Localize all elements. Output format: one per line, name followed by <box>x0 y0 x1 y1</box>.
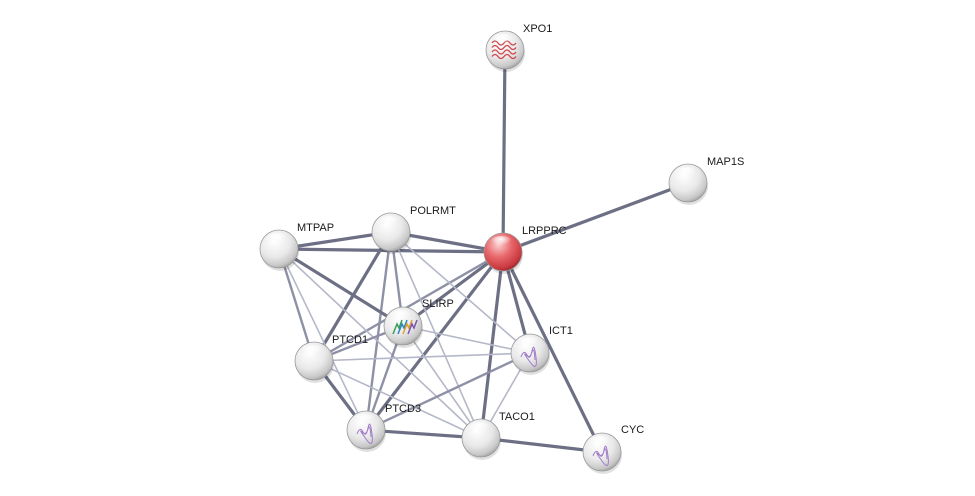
node-label-taco1: TACO1 <box>499 411 535 423</box>
node-gloss <box>675 167 699 181</box>
node-label-xpo1: XPO1 <box>523 23 552 35</box>
edge-lrpprc-ptcd1[interactable] <box>312 250 505 363</box>
edge-slirp-taco1[interactable] <box>402 325 482 439</box>
node-ict1[interactable]: ICT1 <box>510 325 573 375</box>
node-label-ict1: ICT1 <box>549 325 573 337</box>
node-gloss <box>517 337 541 351</box>
helix-structure-stroke <box>491 53 517 60</box>
edge-lrpprc-slirp[interactable] <box>401 250 505 328</box>
node-cyc[interactable]: CYC <box>582 424 644 474</box>
ribbon-structure-stroke <box>402 319 413 335</box>
node-map1s[interactable]: MAP1S <box>668 156 744 205</box>
node-polrmt[interactable]: POLRMT <box>371 205 456 254</box>
node-ptcd3[interactable]: PTCD3 <box>346 403 421 452</box>
edge-mtpap-taco1[interactable] <box>278 248 482 439</box>
helix-structure-stroke <box>491 49 517 55</box>
node-label-ptcd1: PTCD1 <box>332 334 368 346</box>
node-gloss <box>468 422 492 436</box>
fold-structure-stroke <box>356 423 373 444</box>
edges-layer <box>277 48 690 454</box>
edge-ptcd3-ict1[interactable] <box>364 351 532 432</box>
edge-ptcd1-ict1[interactable] <box>313 352 531 362</box>
node-label-mtpap: MTPAP <box>297 222 334 234</box>
edge-lrpprc-map1s[interactable] <box>501 181 690 254</box>
edge-polrmt-ptcd3[interactable] <box>364 230 393 432</box>
edge-mtpap-ptcd3[interactable] <box>278 248 367 431</box>
edge-lrpprc-xpo1[interactable] <box>501 48 507 254</box>
node-gloss <box>353 414 377 428</box>
node-gloss <box>589 436 613 450</box>
edge-lrpprc-cyc[interactable] <box>501 250 604 454</box>
node-gloss <box>390 310 414 324</box>
node-label-slirp: SLIRP <box>422 298 454 310</box>
ribbon-structure-stroke <box>407 319 418 335</box>
node-taco1[interactable]: TACO1 <box>461 411 535 460</box>
node-gloss <box>266 233 290 247</box>
node-xpo1[interactable]: XPO1 <box>485 23 552 72</box>
fold-structure-stroke <box>592 445 609 466</box>
edge-ptcd1-taco1[interactable] <box>313 360 482 439</box>
node-label-lrpprc: LRPPRC <box>522 225 567 237</box>
edge-polrmt-ict1[interactable] <box>390 231 531 354</box>
node-slirp[interactable]: SLIRP <box>383 298 454 348</box>
node-label-cyc: CYC <box>621 424 644 436</box>
node-gloss <box>301 345 325 359</box>
edge-mtpap-ptcd1[interactable] <box>277 247 316 363</box>
edge-polrmt-taco1[interactable] <box>390 231 482 439</box>
fold-structure-stroke <box>520 346 537 367</box>
ribbon-structure-stroke <box>392 319 403 335</box>
edge-lrpprc-ptcd3[interactable] <box>364 250 505 432</box>
node-label-ptcd3: PTCD3 <box>385 403 421 415</box>
node-gloss <box>490 236 514 250</box>
edge-taco1-cyc[interactable] <box>479 436 604 454</box>
node-label-polrmt: POLRMT <box>410 205 456 217</box>
node-lrpprc[interactable]: LRPPRC <box>483 225 567 274</box>
edge-mtpap-slirp[interactable] <box>277 247 405 328</box>
node-label-map1s: MAP1S <box>707 156 744 168</box>
node-gloss <box>492 34 516 48</box>
ribbon-structure-stroke <box>397 319 408 335</box>
edge-slirp-ict1[interactable] <box>402 325 531 354</box>
node-ptcd1[interactable]: PTCD1 <box>294 334 368 383</box>
node-gloss <box>378 216 402 230</box>
node-mtpap[interactable]: MTPAP <box>259 222 334 271</box>
